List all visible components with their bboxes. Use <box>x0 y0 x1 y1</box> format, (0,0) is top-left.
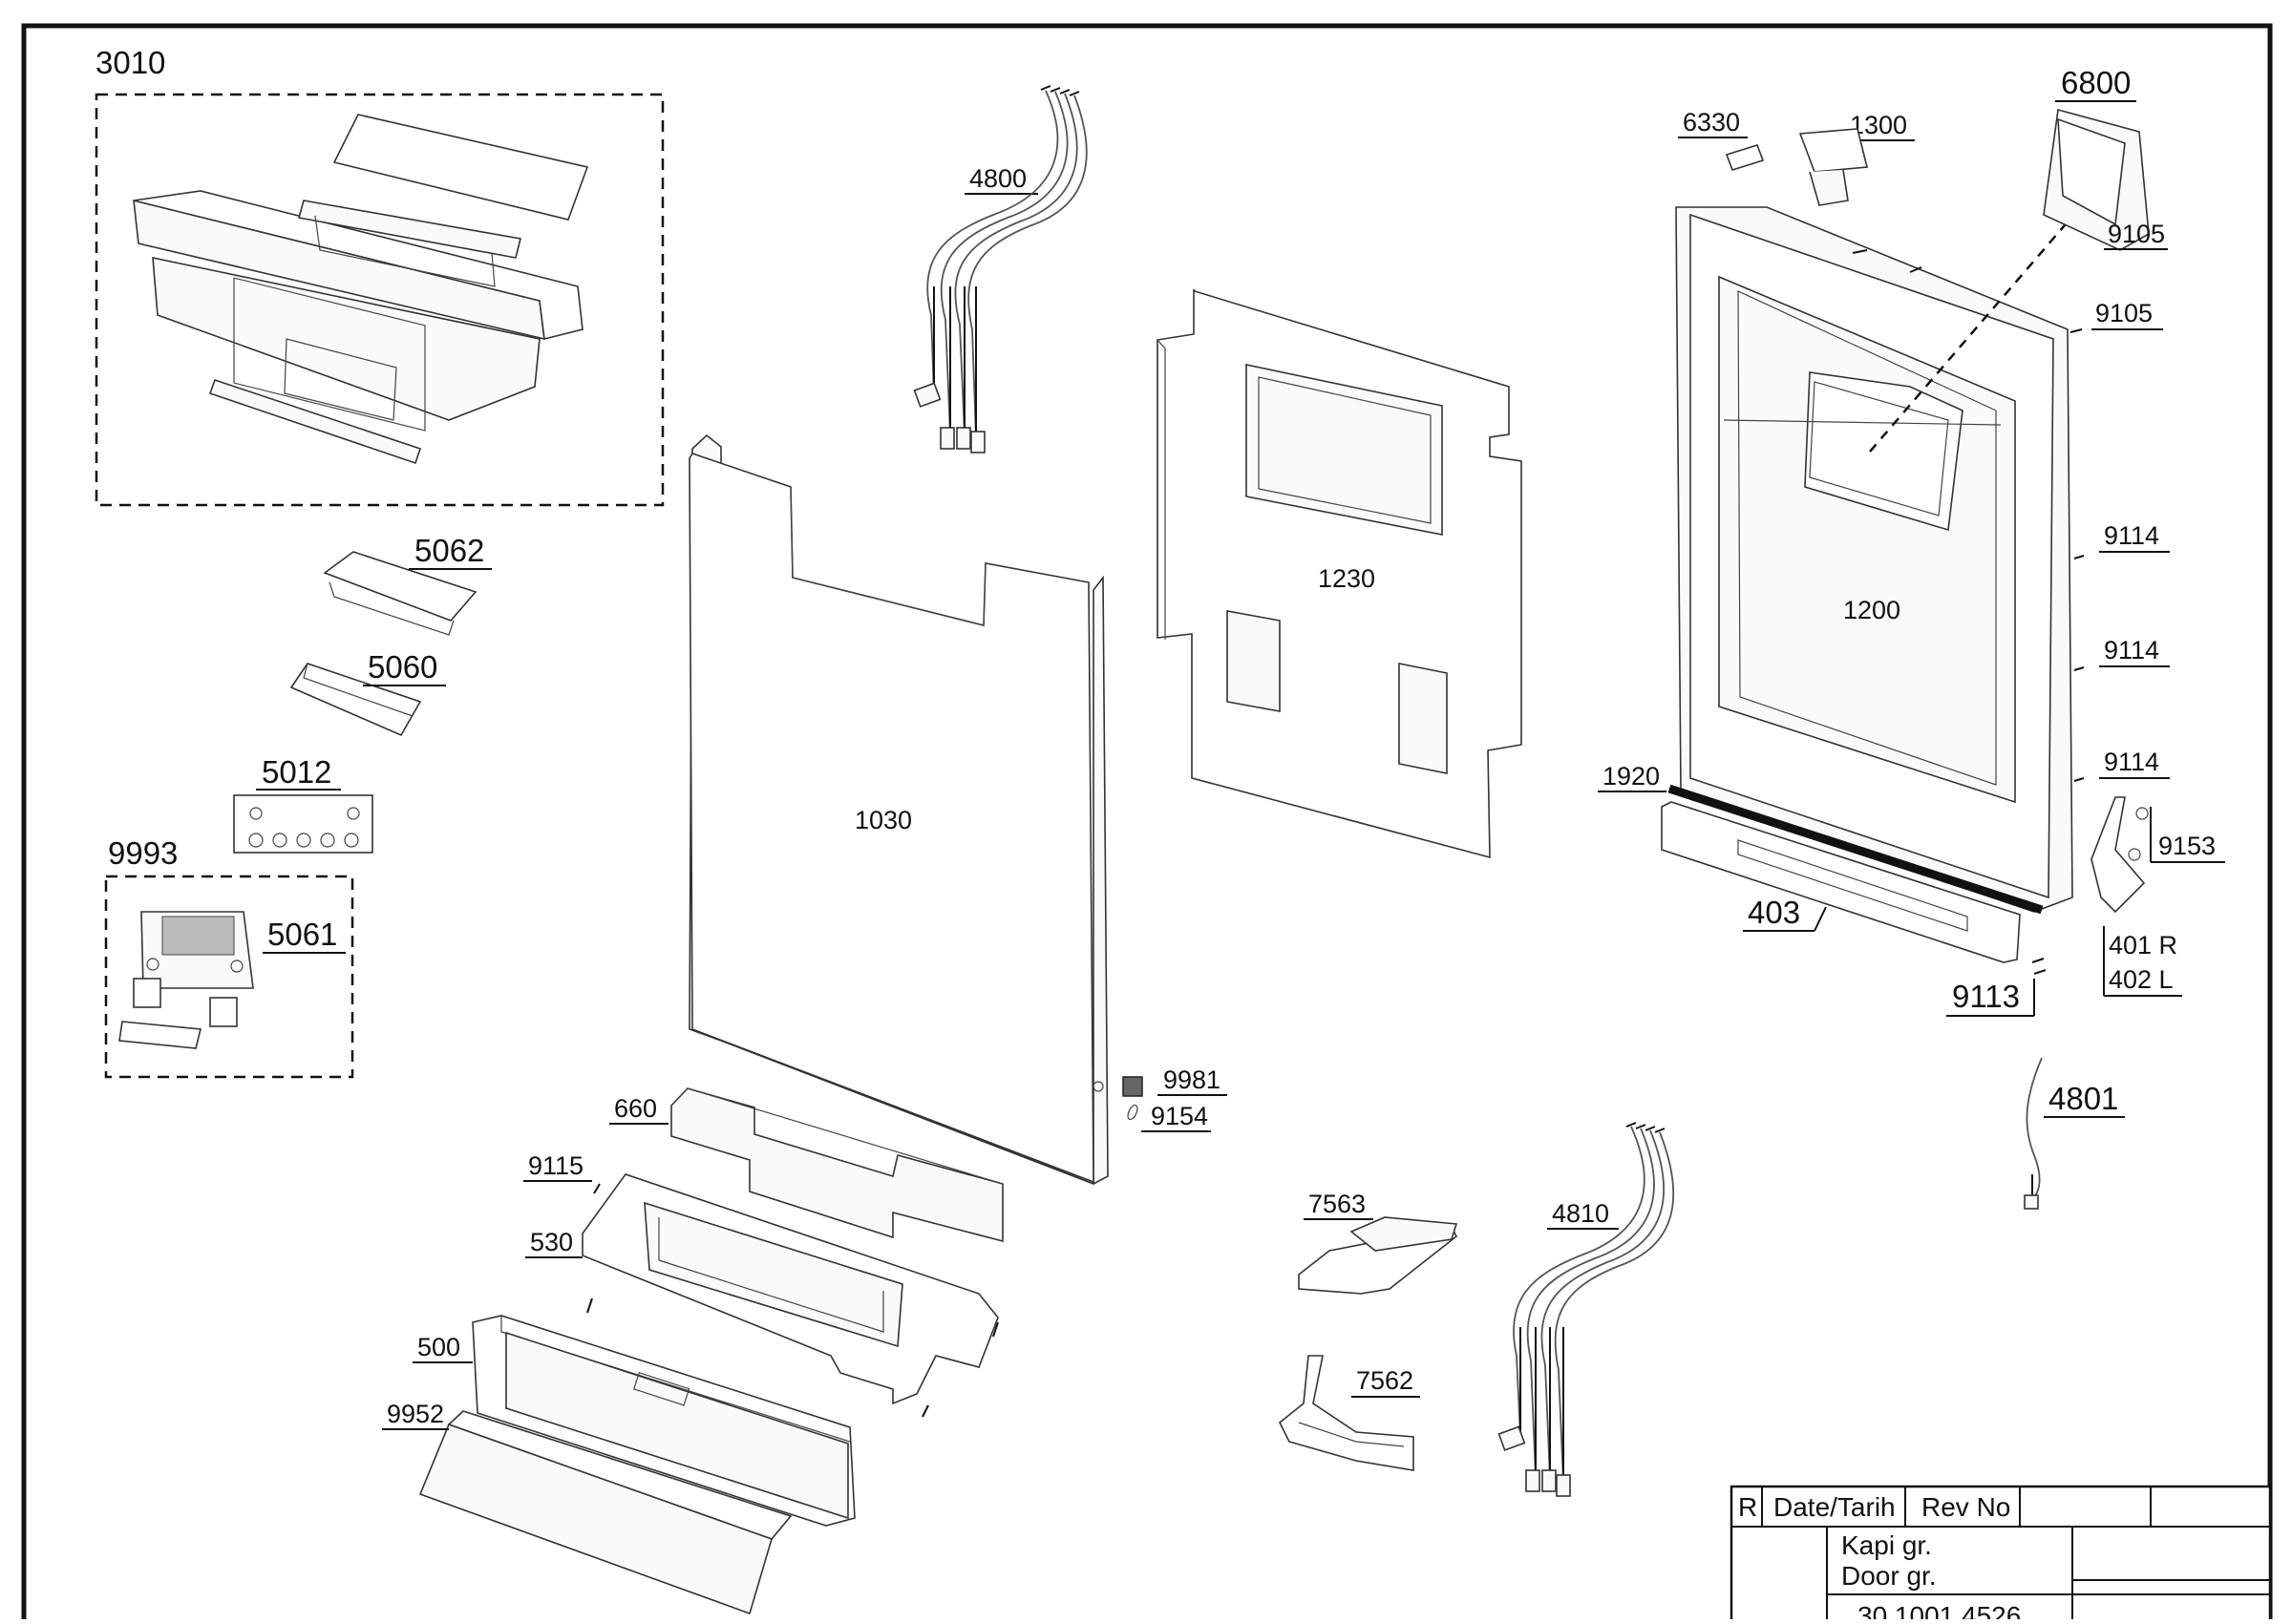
title-date: Date/Tarih <box>1773 1492 1896 1522</box>
top-right-parts: 6330 1300 6800 9105 9105 <box>1678 65 2168 333</box>
label-9981: 9981 <box>1163 1065 1220 1094</box>
label-403: 403 <box>1748 895 1800 930</box>
harness-4810: 4810 <box>1497 1122 1675 1497</box>
label-1230: 1230 <box>1318 564 1375 593</box>
assembly-3010: 3010 <box>95 45 665 507</box>
insulation-1230: 1230 <box>1157 288 1522 859</box>
group-box-9993 <box>104 875 354 1079</box>
title-name-tr: Kapi gr. <box>1841 1530 1932 1560</box>
label-7562: 7562 <box>1356 1366 1413 1395</box>
group-box-3010 <box>95 93 665 507</box>
label-4800: 4800 <box>969 164 1027 193</box>
label-9114-c: 9114 <box>2104 748 2159 776</box>
label-9952: 9952 <box>387 1400 444 1428</box>
label-1920: 1920 <box>1602 762 1660 791</box>
title-rev: Rev No <box>1921 1492 2010 1522</box>
label-660: 660 <box>614 1094 657 1123</box>
label-1030: 1030 <box>855 806 912 834</box>
title-block: R Date/Tarih Rev No Kapi gr. Door gr. 30… <box>1730 1485 2272 1624</box>
bottom-assembly: 660 9115 530 500 9952 <box>382 1087 1004 1615</box>
title-r: R <box>1738 1492 1757 1522</box>
label-9154: 9154 <box>1151 1102 1208 1130</box>
label-402l: 402 L <box>2109 965 2174 994</box>
label-530: 530 <box>530 1228 573 1256</box>
label-9105-b: 9105 <box>2095 299 2153 327</box>
label-500: 500 <box>417 1333 460 1361</box>
screws-9114: 9114 9114 9114 <box>2073 521 2170 782</box>
label-7563: 7563 <box>1308 1190 1366 1218</box>
label-1200: 1200 <box>1843 596 1900 624</box>
label-6800: 6800 <box>2061 65 2131 100</box>
label-9115: 9115 <box>528 1151 584 1180</box>
label-9114-b: 9114 <box>2104 636 2159 664</box>
lower-right-parts: 1920 403 9153 401 R 402 L 9113 <box>1598 762 2225 1017</box>
label-5012: 5012 <box>262 754 331 790</box>
inner-door-1200: 1200 <box>1675 204 2083 913</box>
label-5062: 5062 <box>414 533 484 568</box>
title-number: 30 1001 4526 <box>1857 1601 2021 1619</box>
small-parts-9981-9154: 9981 9154 <box>1122 1065 1227 1132</box>
assembly-9993: 9993 5061 <box>104 835 354 1079</box>
label-9153: 9153 <box>2158 832 2216 860</box>
part-5060: 5060 <box>289 649 446 737</box>
label-3010: 3010 <box>96 45 165 80</box>
label-9114-a: 9114 <box>2104 521 2159 550</box>
label-401r: 401 R <box>2109 931 2177 960</box>
label-5060: 5060 <box>368 649 437 685</box>
door-panel-1030: 1030 <box>689 433 1109 1186</box>
label-9113: 9113 <box>1952 979 2020 1014</box>
label-6330: 6330 <box>1683 108 1740 137</box>
label-4801: 4801 <box>2048 1081 2118 1116</box>
label-4810: 4810 <box>1552 1199 1609 1228</box>
parts-7563-7562: 7563 7562 <box>1278 1190 1458 1471</box>
label-5061: 5061 <box>267 917 337 952</box>
harness-4800: 4800 <box>913 85 1088 453</box>
label-9993: 9993 <box>108 835 178 871</box>
title-name-en: Door gr. <box>1841 1561 1937 1591</box>
label-9105-a: 9105 <box>2108 220 2165 248</box>
wire-4801: 4801 <box>2024 1057 2125 1210</box>
drawing-frame <box>21 23 2273 1624</box>
part-5012: 5012 <box>233 754 373 854</box>
part-5062: 5062 <box>323 533 492 636</box>
